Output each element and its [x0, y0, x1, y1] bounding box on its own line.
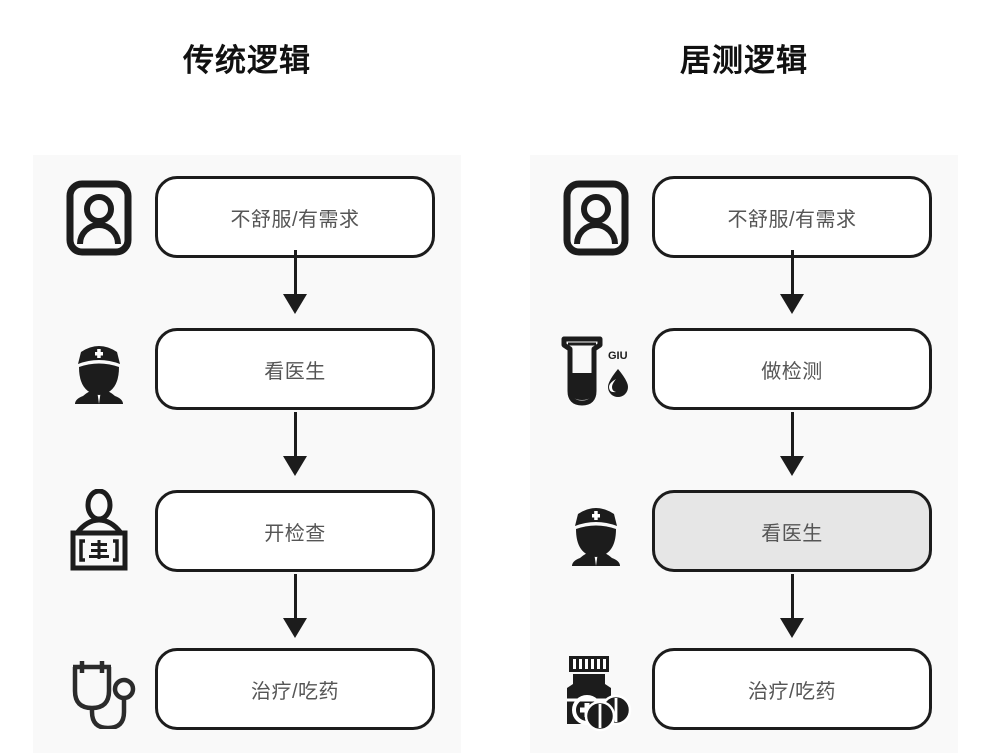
patient-id-card-icon: [540, 168, 652, 268]
flow-row-left-4: 治疗/吃药: [33, 640, 461, 740]
process-box-label: 看医生: [761, 522, 823, 545]
flow-arrow-right-3: [772, 574, 812, 638]
stethoscope-icon: [43, 640, 155, 740]
flow-row-left-1: 不舒服/有需求: [33, 168, 461, 268]
flow-row-right-4: 治疗/吃药: [530, 640, 958, 740]
process-box-right-3[interactable]: 看医生: [652, 490, 932, 572]
doctor-icon: [43, 320, 155, 420]
flow-row-right-1: 不舒服/有需求: [530, 168, 958, 268]
flow-row-left-2: 看医生: [33, 320, 461, 420]
process-box-label: 看医生: [264, 360, 326, 383]
process-box-left-2[interactable]: 看医生: [155, 328, 435, 410]
process-box-label: 开检查: [264, 522, 326, 545]
flow-row-right-2: GIU 做检测: [530, 320, 958, 420]
flow-arrow-left-3: [275, 574, 315, 638]
column-title-traditional: 传统逻辑: [183, 43, 311, 78]
process-box-left-3[interactable]: 开检查: [155, 490, 435, 572]
medical-report-icon: [43, 482, 155, 582]
process-box-label: 治疗/吃药: [747, 680, 837, 703]
process-box-left-4[interactable]: 治疗/吃药: [155, 648, 435, 730]
column-title-testing: 居测逻辑: [680, 43, 808, 78]
test-tube-icon: GIU: [540, 320, 652, 420]
medicine-bottle-icon: [540, 640, 652, 740]
process-box-label: 做检测: [761, 360, 823, 383]
process-box-label: 不舒服/有需求: [230, 208, 360, 231]
process-box-right-2[interactable]: 做检测: [652, 328, 932, 410]
process-box-label: 不舒服/有需求: [727, 208, 857, 231]
flow-arrow-right-1: [772, 250, 812, 314]
flow-arrow-left-1: [275, 250, 315, 314]
flow-arrow-left-2: [275, 412, 315, 476]
process-box-right-4[interactable]: 治疗/吃药: [652, 648, 932, 730]
process-box-right-1[interactable]: 不舒服/有需求: [652, 176, 932, 258]
patient-id-card-icon: [43, 168, 155, 268]
process-box-left-1[interactable]: 不舒服/有需求: [155, 176, 435, 258]
flow-row-left-3: 开检查: [33, 482, 461, 582]
flow-arrow-right-2: [772, 412, 812, 476]
process-box-label: 治疗/吃药: [250, 680, 340, 703]
doctor-icon: [540, 482, 652, 582]
flow-row-right-3: 看医生: [530, 482, 958, 582]
test-tube-icon-label: GIU: [608, 350, 628, 362]
